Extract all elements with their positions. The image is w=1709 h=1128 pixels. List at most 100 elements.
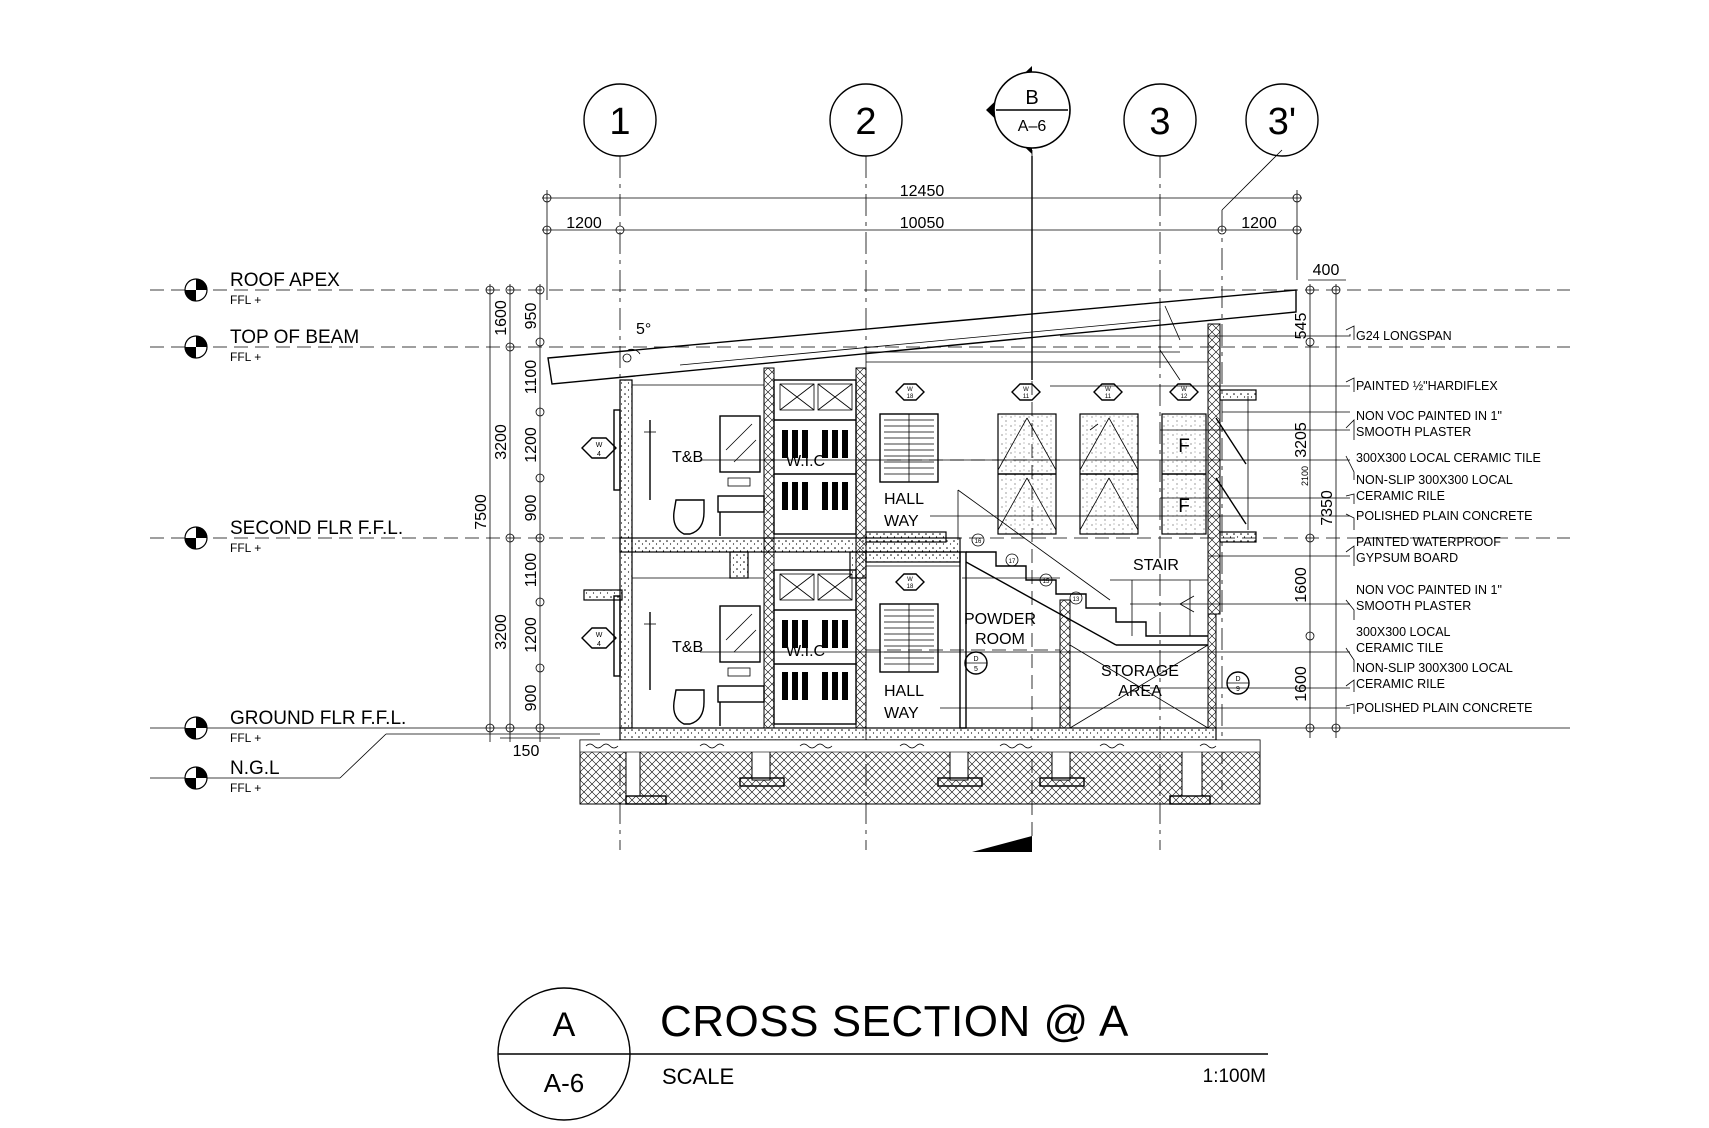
- top-dimensions: 12450 1200 10050 1200 400: [542, 183, 1346, 300]
- door-tag-d9: D 9: [1226, 671, 1250, 695]
- dim-right-545: 545: [1293, 313, 1310, 340]
- title-scale-label: SCALE: [662, 1064, 734, 1089]
- wic-lower: W.I.C: [773, 569, 857, 725]
- tag-w11-a-num: 11: [1023, 394, 1030, 400]
- note-plaster-upper-2: SMOOTH PLASTER: [1356, 425, 1471, 439]
- note-nonslip-upper-2: CERAMIC RILE: [1356, 489, 1445, 503]
- window-tag-w4-upper: W 4: [581, 437, 617, 459]
- window-w18-upper: [879, 413, 939, 483]
- grid-bubble-3: 3: [1123, 83, 1197, 157]
- section-marker-id: B: [1025, 87, 1038, 109]
- note-g24-longspan: G24 LONGSPAN: [1356, 329, 1452, 343]
- title-block: A A-6 CROSS SECTION @ A SCALE 1:100M: [497, 987, 1268, 1121]
- room-tb-lower: T&B: [672, 639, 703, 656]
- title-sheet-number: A-6: [544, 1068, 584, 1098]
- dim-left-950: 950: [523, 303, 540, 330]
- material-notes: G24 LONGSPAN PAINTED ½"HARDIFLEX NON VOC…: [700, 325, 1541, 715]
- room-hallway-upper-1: HALL: [884, 491, 924, 508]
- tag-w18-upper-num: 18: [907, 394, 914, 400]
- window-w18-lower: [879, 603, 939, 673]
- tag-d9-num: 9: [1236, 686, 1240, 693]
- tag-w4-lower-type: W: [596, 632, 603, 639]
- level-ground-floor: GROUND FLR F.F.L. FFL +: [184, 708, 406, 745]
- window-tag-w11-a: W 11: [1011, 383, 1041, 401]
- step-tag-17: 17: [1009, 559, 1016, 565]
- grid-bubble-3-prime: 3': [1245, 83, 1319, 157]
- dim-left-1200-lower: 1200: [523, 617, 540, 653]
- note-ceramic-tile-lower-2: CERAMIC TILE: [1356, 641, 1443, 655]
- room-powder-1: POWDER: [964, 611, 1036, 628]
- room-hallway-lower-2: WAY: [884, 705, 919, 722]
- dim-right-2100: 2100: [1300, 466, 1310, 486]
- tag-d5-type: D: [973, 656, 978, 663]
- dim-left-3200-upper: 3200: [493, 424, 510, 460]
- level-top-of-beam-sub: FFL +: [230, 350, 261, 364]
- dim-right-3205: 3205: [1293, 422, 1310, 458]
- level-ground-floor-name: GROUND FLR F.F.L.: [230, 708, 406, 729]
- grid-label-3-prime: 3': [1268, 101, 1296, 143]
- level-roof-apex-sub: FFL +: [230, 293, 261, 307]
- room-storage-1: STORAGE: [1101, 663, 1179, 680]
- left-vertical-dimensions: 7500 1600 3200 3200 950 1100 1200 900 11…: [473, 284, 560, 760]
- grid-label-1: 1: [609, 101, 630, 143]
- tb-lower: T&B: [644, 605, 765, 726]
- dim-left-overhang: 1200: [566, 215, 602, 232]
- door-tag-d5: D 5: [964, 651, 988, 675]
- note-gypsum-1: PAINTED WATERPROOF: [1356, 535, 1501, 549]
- roof-slope-label: 5°: [636, 321, 651, 338]
- window-w12-fixed: F F: [1161, 396, 1249, 535]
- level-roof-apex: ROOF APEX FFL +: [184, 270, 340, 307]
- note-nonslip-lower-1: NON-SLIP 300X300 LOCAL: [1356, 661, 1513, 675]
- grid-bubble-1: 1: [583, 83, 657, 157]
- title-detail-id: A: [553, 1006, 576, 1044]
- window-tag-w18-upper: W 18: [895, 383, 925, 401]
- level-second-floor-name: SECOND FLR F.F.L.: [230, 518, 403, 539]
- tag-w18-upper-type: W: [907, 387, 913, 393]
- room-tb-upper: T&B: [672, 449, 703, 466]
- window-tag-w18-lower: W 18: [895, 573, 925, 591]
- tag-w12-type: W: [1181, 387, 1187, 393]
- dim-bottom-150: 150: [513, 743, 540, 760]
- wic-upper: W.I.C: [773, 379, 857, 535]
- level-ngl: N.G.L FFL +: [184, 758, 280, 795]
- right-vertical-dimensions: 545 3205 1600 1600 2100 7350: [1293, 284, 1341, 738]
- note-ceramic-tile-upper: 300X300 LOCAL CERAMIC TILE: [1356, 451, 1541, 465]
- tb-upper: T&B: [644, 415, 765, 536]
- grid-label-3: 3: [1149, 101, 1170, 143]
- note-nonslip-lower-2: CERAMIC RILE: [1356, 677, 1445, 691]
- tag-w4-upper-type: W: [596, 442, 603, 449]
- tag-w18-lower-num: 18: [907, 584, 914, 590]
- level-top-of-beam-name: TOP OF BEAM: [230, 327, 359, 348]
- step-tag-15: 15: [1043, 579, 1050, 585]
- tag-d5-num: 5: [974, 666, 978, 673]
- step-tag-16: 16: [975, 539, 982, 545]
- dim-span: 10050: [900, 215, 945, 232]
- room-storage-2: AREA: [1118, 683, 1162, 700]
- roof: 5°: [547, 289, 1297, 385]
- room-hallway-lower-1: HALL: [884, 683, 924, 700]
- section-marker-sheet: A–6: [1018, 118, 1047, 135]
- grid-label-2: 2: [855, 101, 876, 143]
- note-plaster-lower-2: SMOOTH PLASTER: [1356, 599, 1471, 613]
- tag-w4-upper-num: 4: [597, 451, 601, 458]
- window-tag-w4-lower: W 4: [581, 627, 617, 649]
- note-concrete-upper: POLISHED PLAIN CONCRETE: [1356, 509, 1532, 523]
- grid-bubble-2: 2: [829, 83, 903, 157]
- note-nonslip-upper-1: NON-SLIP 300X300 LOCAL: [1356, 473, 1513, 487]
- level-ground-floor-sub: FFL +: [230, 731, 261, 745]
- note-plaster-upper-1: NON VOC PAINTED IN 1": [1356, 409, 1502, 423]
- window-w11-b: [1079, 413, 1139, 535]
- level-second-floor: SECOND FLR F.F.L. FFL +: [184, 518, 403, 555]
- title-scale-value: 1:100M: [1203, 1066, 1266, 1087]
- note-hardiflex: PAINTED ½"HARDIFLEX: [1356, 379, 1498, 393]
- window-w11-a: [997, 413, 1057, 535]
- window-tag-w12: W 12: [1169, 383, 1199, 401]
- room-hallway-upper-2: WAY: [884, 513, 919, 530]
- section-marker: B A–6: [972, 66, 1071, 852]
- dim-right-total: 7350: [1319, 490, 1336, 526]
- room-wic-upper: W.I.C: [786, 453, 825, 470]
- level-roof-apex-name: ROOF APEX: [230, 270, 340, 291]
- tag-w11-b-type: W: [1105, 387, 1111, 393]
- tag-w11-b-num: 11: [1105, 394, 1112, 400]
- dim-left-1100-lower: 1100: [523, 553, 540, 588]
